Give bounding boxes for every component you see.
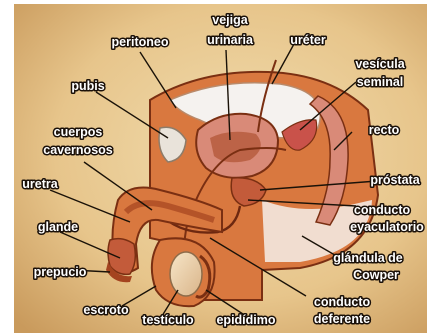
label-recto: recto — [369, 123, 400, 137]
label-cuerpos-line1: cuerpos — [54, 125, 103, 139]
label-glandula-line2: Cowper — [353, 268, 399, 282]
label-glande: glande — [38, 220, 78, 234]
label-vejiga-line2: urinaria — [207, 33, 254, 47]
label-vejiga-line1: vejiga — [212, 13, 248, 27]
label-uretra: uretra — [22, 177, 58, 191]
label-conducto-eyac-line2: eyaculatorio — [350, 220, 424, 234]
label-cuerpos-line2: cavernosos — [43, 143, 113, 157]
label-vesicula-line2: seminal — [357, 75, 404, 89]
label-escroto: escroto — [83, 303, 129, 317]
label-epididimo: epidídimo — [216, 313, 275, 327]
label-conducto-eyac-line1: conducto — [354, 203, 411, 217]
label-peritoneo: peritoneo — [112, 35, 169, 49]
label-prostata: próstata — [370, 173, 420, 187]
label-prepucio: prepucio — [34, 265, 87, 279]
label-vesicula-line1: vesícula — [355, 57, 405, 71]
label-testiculo: testículo — [142, 313, 194, 327]
label-ureter: uréter — [290, 33, 326, 47]
label-glandula-line1: glándula de — [333, 251, 403, 265]
label-pubis: pubis — [71, 79, 104, 93]
label-conducto-def-line1: conducto — [314, 295, 371, 309]
label-conducto-def-line2: deferente — [314, 312, 370, 326]
testicle — [170, 252, 202, 296]
